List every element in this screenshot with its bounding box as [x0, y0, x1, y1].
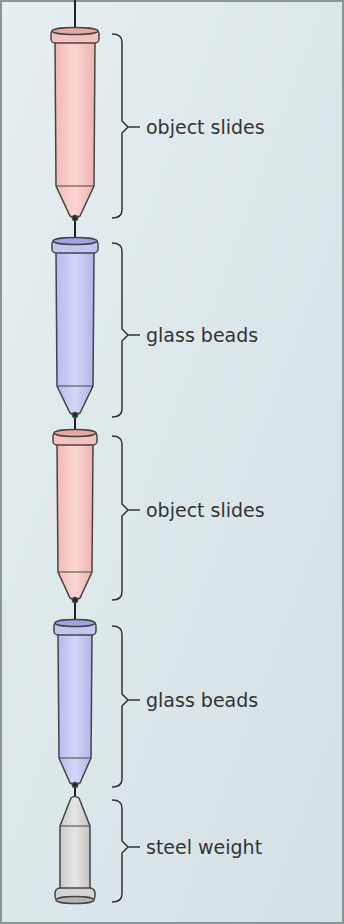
part-label: object slides	[146, 115, 265, 139]
steel-weight	[55, 797, 95, 904]
part-label: object slides	[146, 498, 265, 522]
sample-tube	[52, 238, 98, 418]
part-label: glass beads	[146, 688, 258, 712]
part-label: glass beads	[146, 323, 258, 347]
part-label: steel weight	[146, 835, 262, 859]
sample-tube	[54, 620, 96, 788]
sample-tube	[51, 28, 99, 221]
sample-tube	[53, 430, 97, 603]
bracket	[112, 34, 140, 902]
